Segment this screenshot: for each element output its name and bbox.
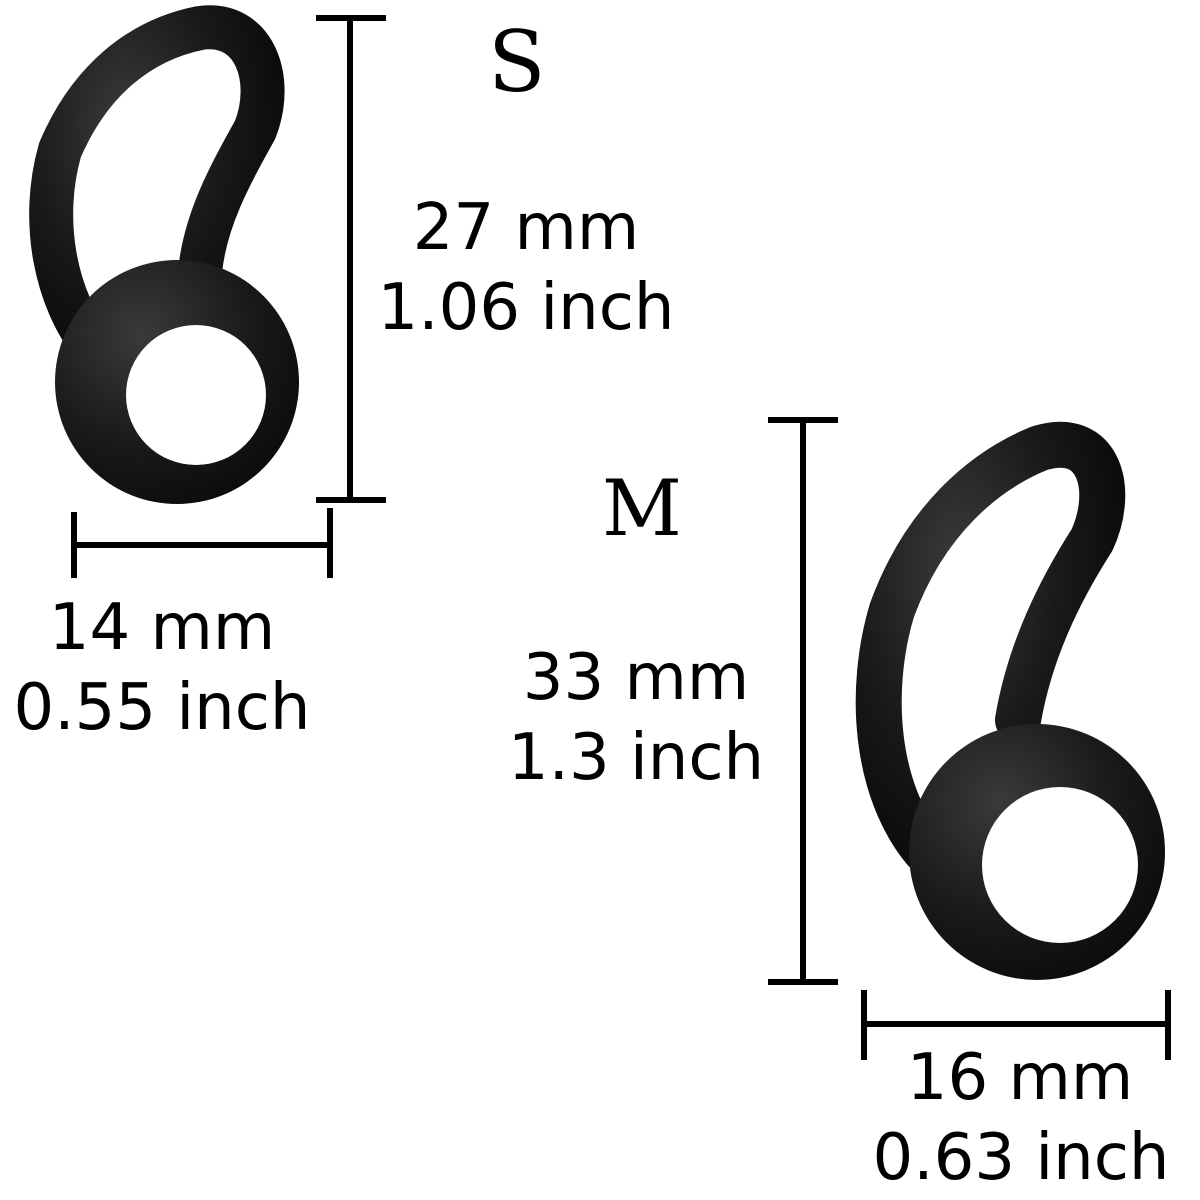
small-ear-hook-image [29, 5, 299, 504]
small-width-mm: 14 mm [48, 591, 276, 665]
medium-hook-inner-slot [945, 490, 1055, 700]
small-height-dimension [316, 15, 386, 503]
medium-height-inch: 1.3 inch [507, 721, 765, 795]
small-width-dimension [71, 508, 333, 578]
small-height-mm: 27 mm [412, 191, 640, 265]
size-label-small: S [488, 13, 546, 111]
medium-hook-arc [855, 421, 1126, 873]
medium-width-dimension [861, 990, 1171, 1060]
medium-ring-hole [982, 787, 1138, 943]
small-hook-inner-slot [120, 73, 208, 250]
small-width-inch: 0.55 inch [13, 671, 311, 745]
size-label-medium: M [602, 464, 682, 554]
medium-ear-hook-image [855, 421, 1165, 980]
small-ring-hole [126, 325, 266, 465]
medium-width-mm: 16 mm [906, 1041, 1134, 1115]
medium-height-dimension [768, 417, 838, 985]
small-hook-arc [29, 5, 285, 370]
medium-height-mm: 33 mm [522, 641, 750, 715]
small-height-inch: 1.06 inch [377, 271, 675, 345]
medium-width-inch: 0.63 inch [872, 1121, 1170, 1195]
